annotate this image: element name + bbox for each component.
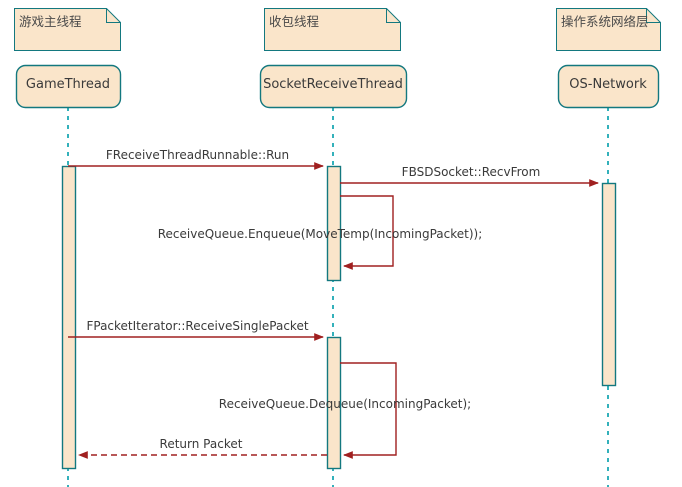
message-receivequeue-dequeue-label: ReceiveQueue.Dequeue(IncomingPacket);	[218, 397, 472, 411]
participant-box-gamethread[interactable]	[15, 64, 122, 109]
participant-box-socketreceivethread[interactable]	[259, 64, 408, 109]
message-receivequeue-enqueue-label: ReceiveQueue.Enqueue(MoveTemp(IncomingPa…	[157, 227, 483, 241]
note-os-network-box	[556, 8, 661, 51]
message-receivequeue-enqueue-arrow	[340, 195, 394, 270]
activation-socket-2	[326, 336, 342, 470]
note-game-thread-text: 游戏主线程	[19, 14, 82, 29]
activation-bars-group	[61, 165, 617, 470]
note-os-network-fold-icon	[646, 8, 661, 23]
note-game-thread-fold-icon	[106, 8, 121, 23]
note-socket-thread-fold-icon	[386, 8, 401, 23]
note-shapes-group	[14, 8, 661, 51]
activation-osnetwork	[601, 182, 617, 387]
note-game-thread-box	[14, 8, 121, 51]
participant-box-osnetwork[interactable]	[557, 64, 660, 109]
message-return-packet-label: Return Packet	[159, 437, 243, 451]
activation-socket-1	[326, 165, 342, 282]
message-freceivethreadrunnable-run-label: FReceiveThreadRunnable::Run	[105, 148, 290, 162]
note-os-network-text: 操作系统网络层	[561, 14, 649, 29]
message-fbsdsocket-recvfrom-label: FBSDSocket::RecvFrom	[401, 165, 541, 179]
participant-label-gamethread: GameThread	[25, 77, 111, 92]
message-receivequeue-dequeue-arrow	[340, 362, 397, 459]
message-fpacketiterator-receivesinglepacket-label: FPacketIterator::ReceiveSinglePacket	[86, 319, 309, 333]
activation-gamethread	[61, 165, 77, 470]
message-arrows-group	[68, 162, 599, 459]
participant-label-osnetwork: OS-Network	[569, 77, 647, 92]
note-socket-thread-text: 收包线程	[269, 14, 320, 29]
participant-shapes-group	[15, 64, 660, 109]
note-socket-thread-box	[264, 8, 401, 51]
participant-label-socketreceivethread: SocketReceiveThread	[263, 77, 403, 92]
